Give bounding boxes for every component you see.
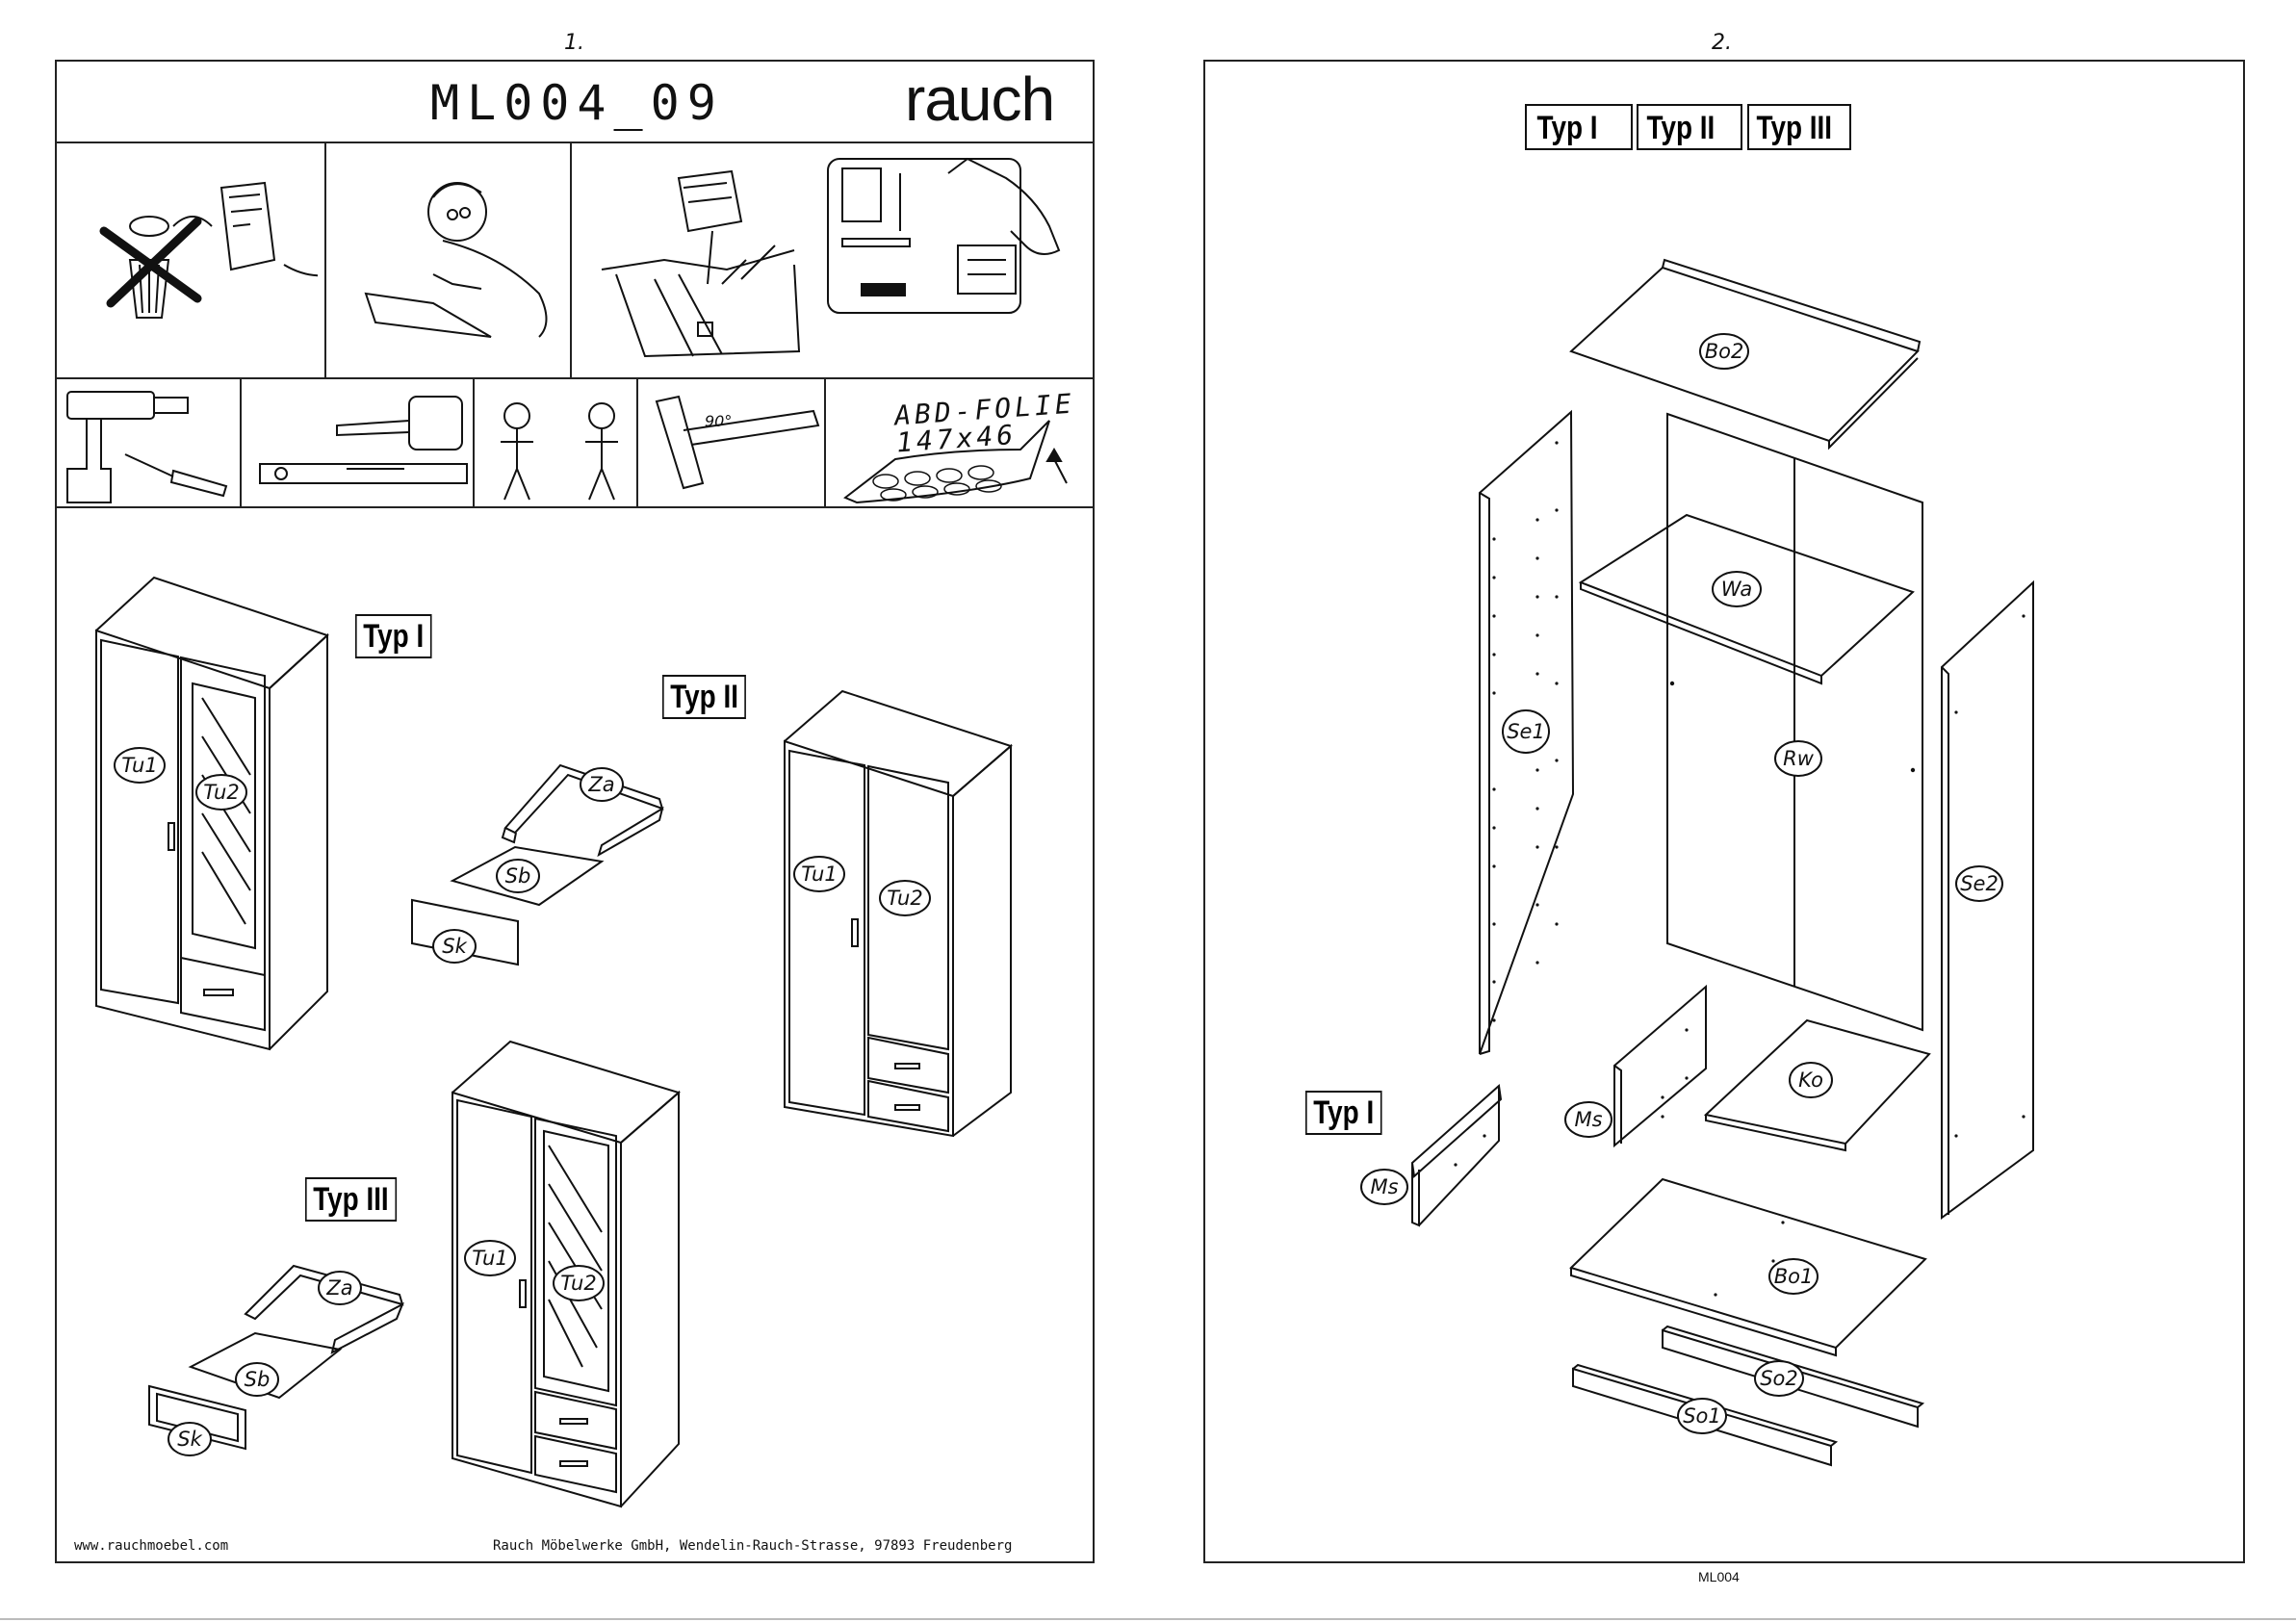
label-tu2-typ3: Tu2	[560, 1272, 596, 1295]
drawer-parts-typ3	[149, 1266, 402, 1449]
label-ko: Ko	[1798, 1068, 1823, 1092]
label-bo1: Bo1	[1774, 1265, 1814, 1288]
label-tu2-typ1: Tu2	[203, 781, 239, 804]
label-sk-typ1: Sk	[442, 935, 467, 958]
read-instructions-icon	[347, 168, 568, 361]
label-bo2: Bo2	[1705, 340, 1744, 363]
label-wa: Wa	[1721, 578, 1752, 601]
label-tu2-typ2: Tu2	[887, 887, 922, 910]
wardrobe-typ1	[96, 578, 327, 1049]
sticker-sheet-icon	[823, 154, 1093, 318]
part-rw	[1667, 414, 1922, 1030]
part-bo1	[1571, 1179, 1925, 1355]
label-se2: Se2	[1960, 872, 1999, 895]
label-tu1-typ3: Tu1	[472, 1247, 507, 1270]
label-sk-typ3: Sk	[177, 1428, 202, 1451]
footer-code: ML004	[1698, 1569, 1740, 1584]
label-za-typ1: Za	[587, 773, 614, 796]
part-ms-mid	[1614, 987, 1706, 1146]
label-ms-mid: Ms	[1574, 1108, 1602, 1131]
folder-icon	[587, 154, 809, 375]
type-tag-right-1: Typ I	[1531, 108, 1604, 148]
label-za-typ3: Za	[325, 1276, 352, 1300]
page-bottom-edge	[0, 1618, 2296, 1620]
type-tag-right-3: Typ III	[1750, 108, 1839, 148]
label-se1: Se1	[1507, 720, 1545, 743]
label-so2: So2	[1760, 1367, 1798, 1390]
label-tu1-typ1: Tu1	[121, 754, 157, 777]
wardrobe-variants: Tu1 Tu2 Za Sb Sk Tu1 Tu2 Tu1 Tu2 Za Sb S…	[58, 568, 1093, 1531]
label-so1: So1	[1683, 1404, 1721, 1428]
label-tu1-typ2: Tu1	[801, 862, 837, 886]
type-tag-right-2: Typ II	[1640, 108, 1721, 148]
label-sb-typ3: Sb	[245, 1368, 271, 1391]
no-trash-icon	[87, 168, 318, 351]
label-rw: Rw	[1783, 747, 1815, 770]
label-ms-left: Ms	[1370, 1175, 1398, 1198]
page-number-right: 2.	[1712, 31, 1732, 55]
exploded-parts-diagram: Bo2 Wa Se1 Rw Se2 Ms Ms Ko Bo1 So2 So1	[1205, 250, 2243, 1502]
label-sb-typ1: Sb	[505, 864, 531, 888]
footer-url: www.rauchmoebel.com	[74, 1538, 228, 1554]
part-ms-left	[1412, 1086, 1501, 1225]
footer-address: Rauch Möbelwerke GmbH, Wendelin-Rauch-St…	[493, 1538, 1012, 1554]
angle-label: 90°	[705, 412, 732, 430]
